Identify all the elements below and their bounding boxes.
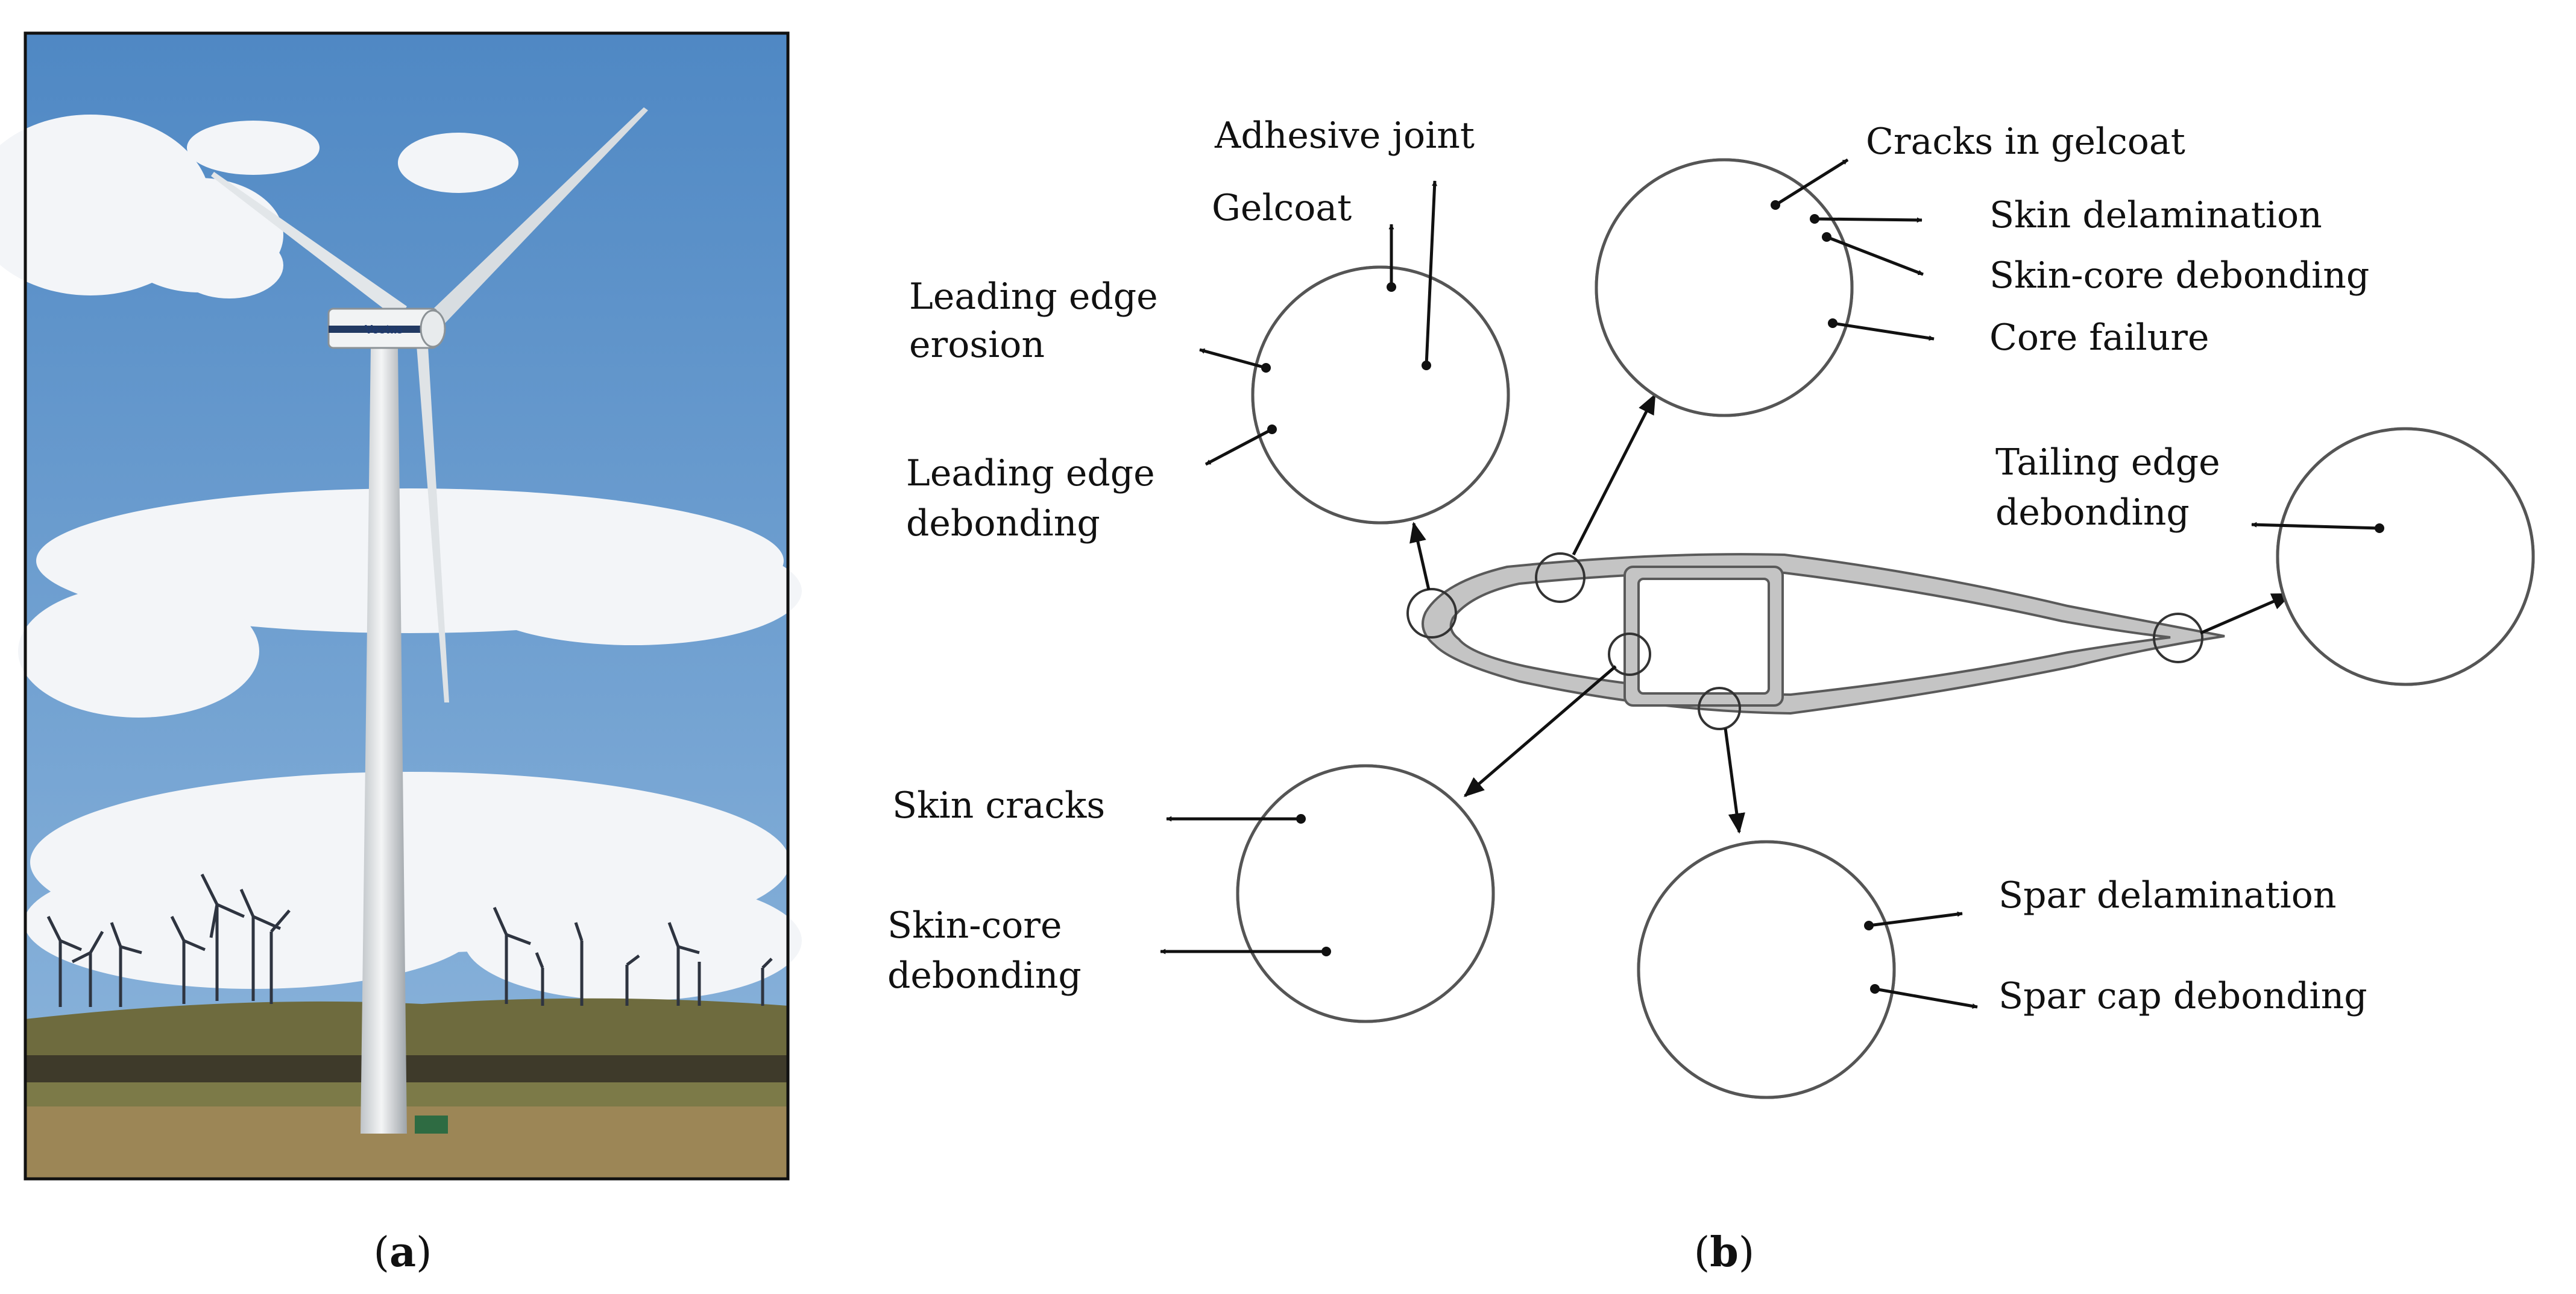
nacelle-logo: Vestas	[365, 323, 403, 336]
label-adhesive-joint: Adhesive joint	[1214, 115, 1475, 157]
blade-cross-section	[1406, 552, 2225, 730]
label-leading-edge-debonding-2: debonding	[906, 502, 1100, 544]
marker-trailing-edge	[2153, 613, 2203, 663]
base-box	[415, 1116, 448, 1134]
marker-leading-edge	[1406, 588, 1457, 639]
label-gelcoat: Gelcoat	[1212, 187, 1352, 229]
label-skin-cracks: Skin cracks	[892, 784, 1105, 827]
hub	[420, 309, 446, 348]
label-leading-edge-erosion-1: Leading edge	[909, 276, 1158, 318]
zoom-trailing-edge	[2276, 427, 2535, 686]
label-spar-cap-debonding: Spar cap debonding	[1998, 975, 2367, 1017]
zoom-arrows	[1409, 393, 2293, 834]
wind-turbine-photo: Vestas	[0, 31, 802, 1181]
main-turbine: Vestas	[211, 107, 648, 1134]
leader-lines	[1160, 158, 2384, 1009]
photo-frame	[24, 31, 790, 1181]
label-skin-core-debonding-left-1: Skin-core	[887, 904, 1062, 947]
label-leading-edge-debonding-1: Leading edge	[906, 452, 1155, 494]
marker-skin-cracks	[1608, 633, 1651, 676]
zoom-skin-cracks	[1236, 764, 1495, 1023]
zoom-leading-edge	[1251, 265, 1510, 525]
marker-skin	[1535, 552, 1586, 603]
zoom-skin	[1595, 158, 1854, 417]
label-tailing-edge-debonding-1: Tailing edge	[1995, 441, 2220, 484]
label-core-failure: Core failure	[1989, 317, 2209, 359]
tower	[361, 347, 407, 1134]
field	[25, 1082, 788, 1106]
caption-b: (b)	[1694, 1228, 1755, 1277]
label-skin-delamination: Skin delamination	[1989, 194, 2322, 236]
blade-lower	[416, 338, 449, 702]
caption-a: (a)	[373, 1228, 432, 1277]
label-spar-delamination: Spar delamination	[1998, 874, 2336, 917]
blade-upper	[422, 107, 648, 335]
blade-left	[211, 172, 407, 320]
spar-box-inner	[1637, 578, 1770, 695]
marker-spar	[1698, 687, 1741, 730]
label-leading-edge-erosion-2: erosion	[909, 324, 1045, 366]
damage-labels: Adhesive joint Gelcoat Leading edge eros…	[887, 115, 2369, 1017]
label-cracks-in-gelcoat: Cracks in gelcoat	[1866, 121, 2185, 163]
label-tailing-edge-debonding-2: debonding	[1995, 491, 2190, 534]
label-skin-core-debonding-top: Skin-core debonding	[1989, 254, 2369, 297]
tree-line	[25, 1055, 788, 1082]
zoom-spar	[1637, 840, 1896, 1099]
label-skin-core-debonding-left-2: debonding	[887, 955, 1082, 997]
distant-turbines	[46, 873, 773, 1007]
